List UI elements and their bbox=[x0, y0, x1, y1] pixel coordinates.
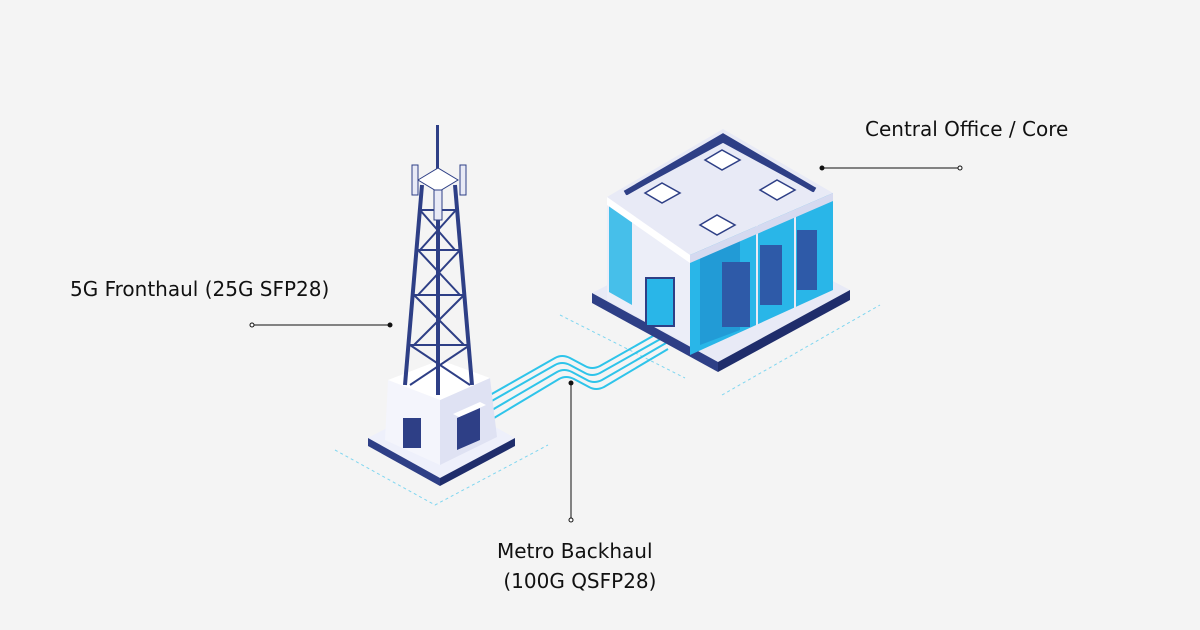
ground-outline-building bbox=[559, 304, 881, 396]
tower-door-right bbox=[457, 408, 480, 450]
roof-unit bbox=[703, 149, 742, 171]
roof-unit bbox=[758, 179, 797, 201]
building-door bbox=[645, 277, 675, 327]
callout-fronthaul bbox=[249, 322, 393, 328]
callout-backhaul bbox=[568, 380, 574, 523]
label-central-office: Central Office / Core bbox=[865, 117, 1069, 141]
server-rack bbox=[760, 245, 782, 305]
roof-unit bbox=[643, 182, 682, 204]
label-metro-backhaul-speed: (100G QSFP28) bbox=[497, 569, 657, 593]
cell-tower bbox=[368, 125, 515, 486]
server-rack bbox=[722, 262, 750, 327]
label-metro-backhaul: Metro Backhaul bbox=[497, 539, 653, 563]
fiber-cables bbox=[489, 331, 669, 419]
roof-unit bbox=[698, 214, 737, 236]
tower-door-left bbox=[403, 418, 421, 448]
server-rack bbox=[797, 230, 817, 290]
label-5g-fronthaul: 5G Fronthaul (25G SFP28) bbox=[70, 277, 330, 301]
callout-core bbox=[819, 165, 963, 171]
ground-outline-tower bbox=[334, 444, 549, 506]
central-office-building bbox=[592, 129, 850, 372]
